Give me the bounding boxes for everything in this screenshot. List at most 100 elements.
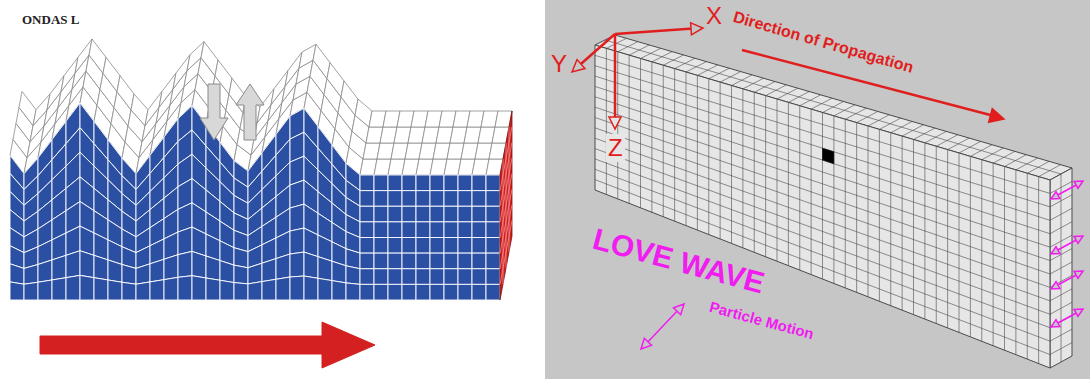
grid-line — [595, 76, 1050, 220]
grid-line — [1050, 222, 1072, 234]
arrowhead — [1051, 320, 1060, 327]
ground-cell — [374, 269, 388, 285]
face — [595, 45, 1050, 368]
ground-cell — [318, 278, 332, 300]
grid-line — [1050, 329, 1072, 341]
ground-cell — [416, 238, 430, 254]
surface-cell — [19, 91, 36, 125]
ground-cell — [66, 251, 80, 278]
grid-line — [506, 143, 507, 268]
ground-cell — [150, 259, 164, 282]
ground-cell — [178, 251, 192, 277]
figure-title: ONDAS L — [22, 12, 79, 28]
z-arrowhead — [609, 117, 621, 129]
ground-cell — [402, 253, 416, 269]
ground-cell — [66, 275, 80, 300]
ground-cell — [290, 180, 304, 208]
arrowhead — [673, 304, 684, 315]
ground-cell — [150, 280, 164, 300]
grid-line — [595, 107, 1050, 260]
grid-line — [1050, 208, 1072, 220]
ground-cell — [486, 222, 500, 238]
ground-cell — [360, 253, 374, 269]
ground-cell — [164, 277, 178, 300]
arrowhead — [1074, 271, 1083, 278]
end-face — [1050, 168, 1072, 368]
ground-cell — [486, 238, 500, 254]
grid-line — [595, 97, 1050, 247]
ground-cell — [374, 222, 388, 238]
ground-cell — [388, 206, 402, 222]
ground-cell — [472, 175, 486, 191]
axes — [572, 23, 703, 129]
ground-cell — [374, 206, 388, 222]
grid-line — [1050, 343, 1072, 355]
ground-cell — [122, 264, 136, 284]
ground-cell — [360, 206, 374, 222]
grid-line — [595, 66, 1050, 207]
ground-cell — [486, 206, 500, 222]
ground-cell — [360, 238, 374, 254]
surface-cell — [89, 39, 106, 73]
ground-cell — [66, 226, 80, 255]
ground-cell — [80, 275, 94, 300]
arrowhead — [1074, 236, 1083, 243]
ground-cell — [416, 284, 430, 300]
love-wave-block — [10, 39, 512, 368]
ground-cell — [486, 253, 500, 269]
ground-cell — [248, 263, 262, 284]
ground-cell — [108, 280, 122, 300]
ground-cell — [108, 260, 122, 282]
ground-cell — [360, 284, 374, 300]
x-axis — [615, 28, 700, 34]
ground-cell — [122, 282, 136, 300]
ground-cell — [220, 280, 234, 300]
ground-cell — [164, 255, 178, 280]
arrowhead — [1051, 247, 1060, 254]
ground-cell — [430, 238, 444, 254]
ground-cell — [388, 191, 402, 207]
grid-line — [1050, 235, 1072, 247]
ground-cell — [234, 283, 248, 300]
up-arrow — [236, 84, 264, 140]
ground-cell — [388, 269, 402, 285]
ground-cell — [430, 191, 444, 207]
ground-cell — [234, 265, 248, 284]
ground-cell — [486, 191, 500, 207]
grid-line — [595, 86, 1050, 233]
grid-line — [595, 55, 1050, 193]
ground-cell — [444, 238, 458, 254]
ground-cell — [332, 261, 346, 283]
ground-cell — [52, 255, 66, 280]
grid-line — [1050, 302, 1072, 314]
ground-cell — [416, 191, 430, 207]
ground-cell — [402, 284, 416, 300]
ground-cell — [416, 206, 430, 222]
grid-line — [1050, 262, 1072, 274]
arrowhead — [1051, 192, 1060, 199]
ground-cell — [80, 251, 94, 278]
ground-cell — [10, 282, 24, 300]
propagation-arrowhead — [989, 109, 1004, 123]
grid-line — [595, 138, 1050, 301]
ground-cell — [206, 278, 220, 300]
surface-cell — [103, 57, 120, 91]
ground-cell — [472, 222, 486, 238]
ground-cell — [24, 264, 38, 284]
axis-label: X — [706, 2, 722, 30]
ground-cell — [486, 175, 500, 191]
ground-cell — [444, 253, 458, 269]
panel-background — [545, 0, 1090, 379]
tracked-particle — [823, 148, 834, 164]
ground-cell — [388, 175, 402, 191]
ground-cell — [458, 253, 472, 269]
ground-cell — [402, 222, 416, 238]
arrowhead — [1074, 181, 1083, 188]
ground-cell — [430, 269, 444, 285]
ground-cell — [374, 284, 388, 300]
grid-line — [1050, 289, 1072, 301]
ground-cell — [416, 175, 430, 191]
down-arrow — [200, 84, 228, 140]
ground-cell — [472, 206, 486, 222]
